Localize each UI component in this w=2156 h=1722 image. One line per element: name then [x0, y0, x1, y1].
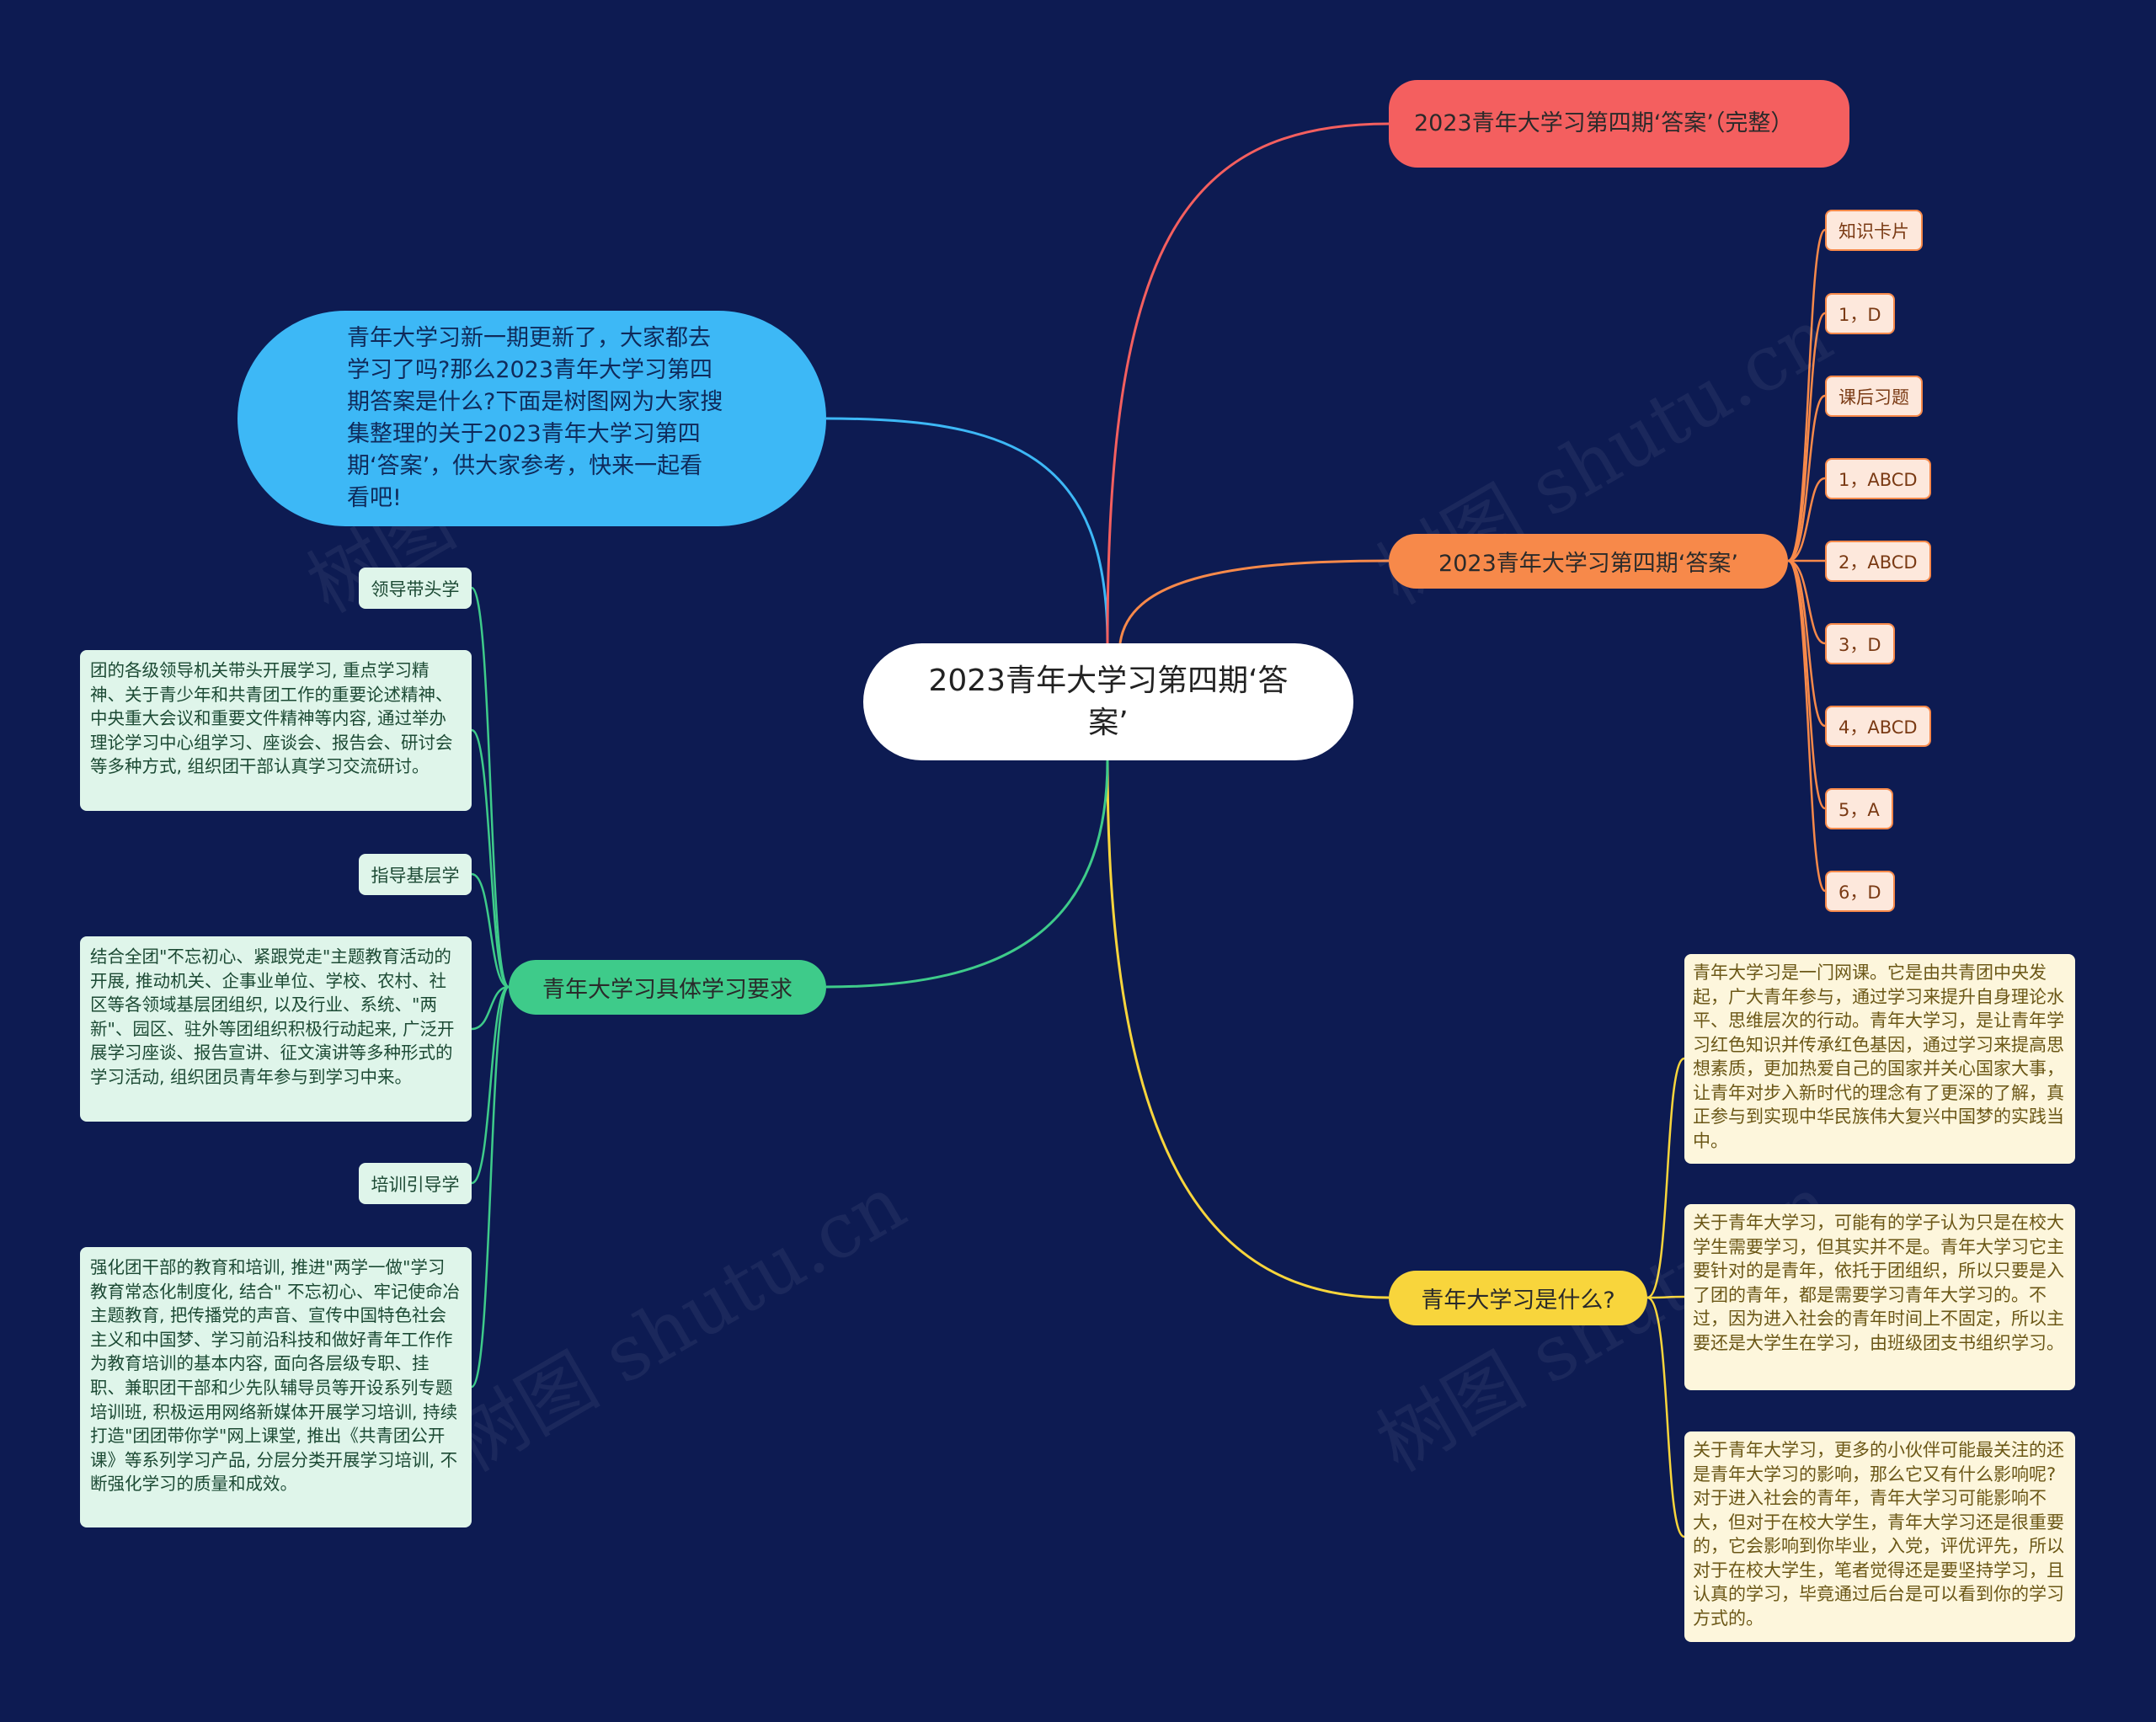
line-intro [825, 417, 1109, 644]
branch-label: 2023青年大学习第四期‘答案’ [1438, 551, 1738, 577]
what-is-connector [1646, 1057, 1685, 1299]
requirement-title[interactable]: 指导基层学 [359, 854, 472, 895]
requirement-connector [471, 728, 510, 989]
branch-label: 青年大学习是什么? [1421, 1288, 1615, 1314]
branch-complete-answers[interactable]: 2023青年大学习第四期‘答案’（完整） [1389, 80, 1849, 168]
root-label: 2023青年大学习第四期‘答案’ [928, 663, 1289, 740]
requirement-connector [470, 586, 510, 989]
line-orange [1118, 559, 1390, 644]
line-yellow [1106, 760, 1390, 1299]
line-green [825, 760, 1109, 989]
requirement-connector [471, 985, 510, 1031]
branch-requirements[interactable]: 青年大学习具体学习要求 [509, 960, 826, 1015]
answer-connector [1787, 559, 1826, 728]
answer-item[interactable]: 课后习题 [1825, 376, 1923, 417]
what-is-text-node[interactable]: 青年大学习是一门网课。它是由共青团中央发起，广大青年参与，通过学习来提升自身理论… [1684, 954, 2075, 1164]
root-node[interactable]: 2023青年大学习第四期‘答案’ [863, 643, 1353, 760]
branch-what-is[interactable]: 青年大学习是什么? [1389, 1271, 1647, 1325]
answer-item[interactable]: 知识卡片 [1825, 210, 1923, 251]
branch-answers[interactable]: 2023青年大学习第四期‘答案’ [1389, 534, 1788, 589]
answer-connector [1787, 228, 1827, 562]
answer-item[interactable]: 1，D [1825, 293, 1895, 334]
requirement-text[interactable]: 团的各级领导机关带头开展学习, 重点学习精神、关于青少年和共青团工作的重要论述精… [80, 650, 472, 811]
requirement-connector [471, 985, 510, 1185]
requirement-title[interactable]: 领导带头学 [359, 568, 472, 609]
requirement-connector [470, 985, 510, 1389]
what-is-connector [1646, 1296, 1685, 1538]
what-is-connector [1646, 1295, 1685, 1299]
intro-text: 青年大学习新一期更新了，大家都去学习了吗?那么2023青年大学习第四期答案是什么… [347, 325, 723, 511]
branch-label: 2023青年大学习第四期‘答案’（完整） [1414, 110, 1794, 136]
branch-label: 青年大学习具体学习要求 [542, 977, 792, 1003]
answer-item[interactable]: 2，ABCD [1825, 541, 1931, 582]
what-is-text-node[interactable]: 关于青年大学习，更多的小伙伴可能最关注的还是青年大学习的影响，那么它又有什么影响… [1684, 1431, 2075, 1642]
requirement-title[interactable]: 培训引导学 [359, 1163, 472, 1204]
answer-item[interactable]: 4，ABCD [1825, 706, 1931, 747]
answer-connector [1787, 559, 1827, 893]
what-is-text-node[interactable]: 关于青年大学习，可能有的学子认为只是在校大学生需要学习，但其实并不是。青年大学习… [1684, 1204, 2075, 1390]
requirement-text[interactable]: 强化团干部的教育和培训, 推进"两学一做"学习教育常态化制度化, 结合" 不忘初… [80, 1247, 472, 1527]
answer-connector [1787, 312, 1826, 562]
answer-item[interactable]: 3，D [1825, 623, 1895, 664]
answer-item[interactable]: 5，A [1825, 788, 1893, 829]
answer-item[interactable]: 1，ABCD [1825, 458, 1931, 499]
answer-item[interactable]: 6，D [1825, 871, 1895, 912]
answer-connector [1787, 559, 1826, 645]
intro-node[interactable]: 青年大学习新一期更新了，大家都去学习了吗?那么2023青年大学习第四期答案是什么… [237, 311, 826, 526]
answer-connector [1787, 394, 1826, 562]
requirement-connector [471, 872, 510, 989]
requirement-text[interactable]: 结合全团"不忘初心、紧跟党走"主题教育活动的开展, 推动机关、企事业单位、学校、… [80, 936, 472, 1122]
line-red [1106, 122, 1390, 644]
answer-connector [1787, 477, 1826, 562]
